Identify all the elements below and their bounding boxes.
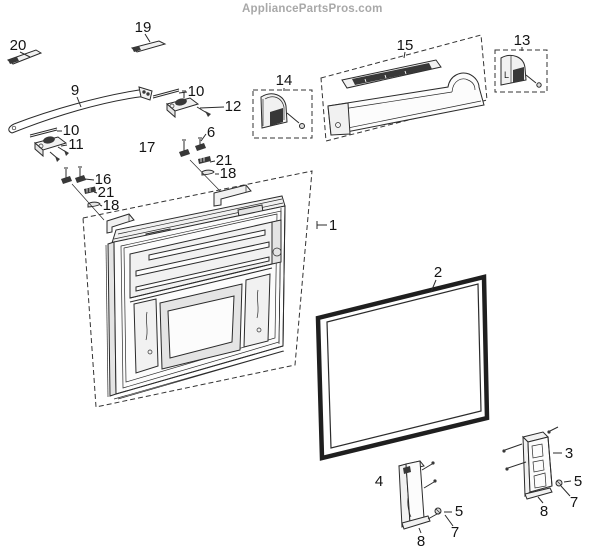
part-6-screw [195, 133, 207, 151]
callout-8-left: 8 [417, 533, 425, 548]
callout-6: 6 [207, 124, 215, 141]
part-19-trim-strip [130, 33, 167, 53]
part-14-end-cap-box [252, 88, 313, 139]
callout-19: 19 [135, 19, 152, 36]
part-3-bracket [502, 426, 572, 504]
callout-18-right: 18 [220, 165, 237, 182]
part-13-end-cap-box: L [494, 47, 548, 93]
callout-1: 1 [329, 217, 337, 234]
callout-18-left: 18 [103, 197, 120, 214]
part-1-door-assembly-box [82, 170, 327, 408]
part-4-bracket [398, 460, 454, 534]
callout-10-upper: 10 [188, 83, 205, 100]
callout-10-lower: 10 [63, 122, 80, 139]
part-2-gasket [315, 274, 490, 461]
door-panel [105, 184, 286, 400]
callout-15: 15 [397, 37, 414, 54]
callout-20: 20 [10, 37, 27, 54]
callout-21-right: 21 [216, 152, 233, 169]
callout-8-right: 8 [540, 503, 548, 520]
callout-3: 3 [565, 445, 573, 462]
part-15-door-bin-box [320, 34, 488, 142]
callout-7-right: 7 [570, 494, 578, 511]
part-10-rod-upper [152, 88, 188, 99]
callout-4: 4 [375, 473, 383, 490]
callout-7-left: 7 [451, 524, 459, 541]
callout-5-right: 5 [574, 473, 582, 490]
callout-14: 14 [276, 72, 293, 89]
fastener-group-left [61, 166, 105, 221]
callout-12: 12 [225, 98, 242, 115]
part-20-trim-strip [6, 49, 43, 65]
callout-5-left: 5 [455, 503, 463, 520]
part-10-rod-lower [29, 127, 62, 138]
callout-17: 17 [139, 139, 156, 156]
callout-16: 16 [95, 171, 112, 188]
fastener-group-right [179, 139, 222, 193]
part-11-hinge [33, 136, 69, 162]
part-9-handle [8, 86, 153, 134]
part-12-hinge [165, 90, 225, 119]
callout-9: 9 [71, 82, 79, 99]
callout-11: 11 [68, 136, 84, 153]
callout-13: 13 [514, 32, 531, 49]
door-top-clip-right [213, 184, 252, 207]
callout-2: 2 [434, 264, 442, 281]
callout-21-left: 21 [98, 184, 115, 201]
watermark-text: AppliancePartsPros.com [242, 3, 383, 15]
part-13-letter-marking: L [504, 70, 509, 80]
